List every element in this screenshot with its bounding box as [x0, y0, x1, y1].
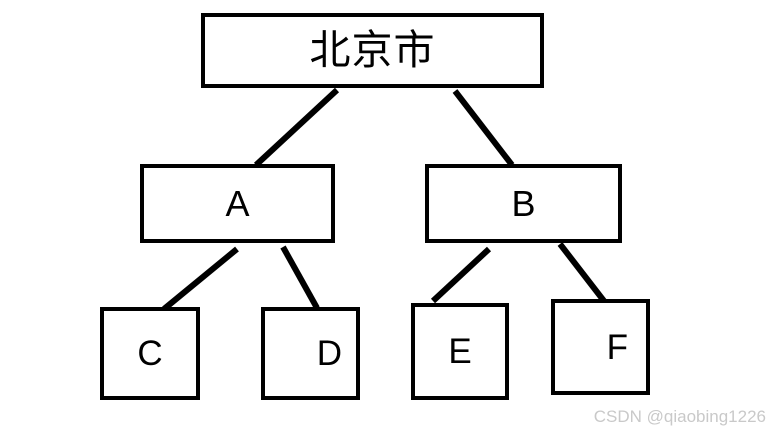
watermark-text: CSDN @qiaobing1226 [593, 407, 766, 426]
node-f-label: F [606, 327, 628, 367]
node-e[interactable]: E [411, 303, 509, 400]
edge-b-f [557, 242, 607, 303]
node-d[interactable]: D [261, 307, 360, 400]
edge-root-a [253, 87, 340, 168]
node-e-label: E [448, 332, 472, 371]
node-d-label: D [316, 334, 342, 373]
node-c-label: C [137, 334, 163, 373]
node-a[interactable]: A [140, 164, 335, 243]
node-a-label: A [225, 182, 250, 224]
edge-b-e [430, 246, 492, 304]
edge-a-c [162, 246, 239, 312]
node-root[interactable]: 北京市 [201, 13, 544, 88]
edge-a-d [280, 245, 320, 310]
node-root-label: 北京市 [309, 26, 436, 74]
edge-root-b [452, 89, 515, 167]
node-c[interactable]: C [100, 307, 200, 400]
node-f[interactable]: F [551, 299, 650, 395]
node-b[interactable]: B [425, 164, 622, 243]
node-b-label: B [511, 182, 536, 224]
